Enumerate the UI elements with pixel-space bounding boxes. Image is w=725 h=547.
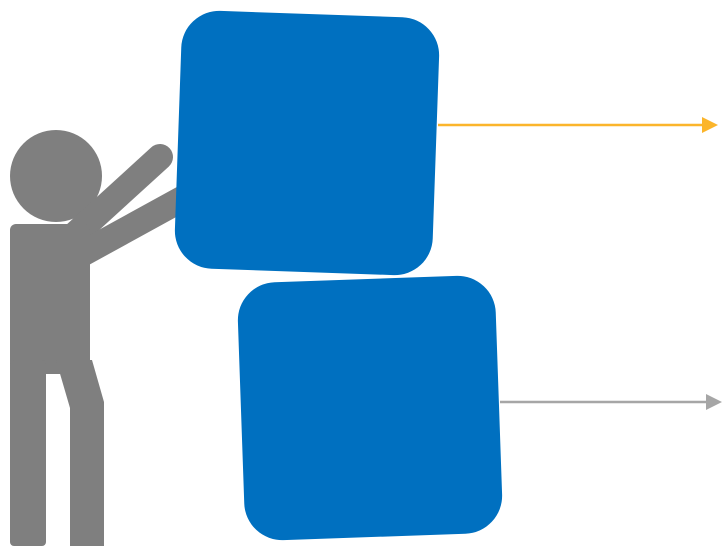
figure-torso <box>10 224 90 374</box>
figure-leg-left <box>10 360 46 546</box>
arrow-bottom-head <box>706 394 722 410</box>
arrow-right-icon <box>500 394 722 410</box>
figure-leg-right <box>56 360 104 546</box>
block-bottom <box>237 275 504 542</box>
person-pushing-icon <box>10 130 202 546</box>
block-top <box>174 10 441 277</box>
arrow-top-head <box>702 117 718 133</box>
arrow-right-icon <box>438 117 718 133</box>
